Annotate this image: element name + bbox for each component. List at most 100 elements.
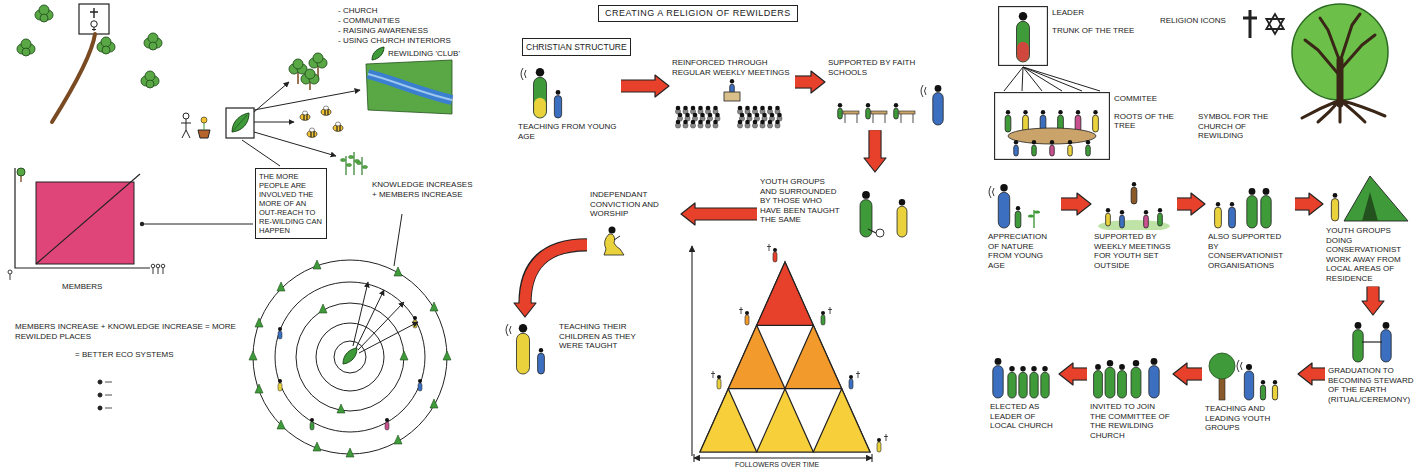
connector-fan [1023,67,1100,91]
flow-arrow [864,158,886,172]
figure-illustration [685,113,690,118]
bush [22,48,30,56]
flow-arrow [514,245,587,317]
figure-illustration [1249,188,1256,195]
plant [341,152,368,175]
leaf-box [226,108,254,138]
church-sign [79,4,109,34]
connector-dot [140,222,144,226]
bee [300,106,343,137]
tree-cluster [289,53,327,84]
figure-illustration [1032,140,1036,144]
figure-illustration [1016,206,1020,210]
plant [357,162,362,165]
bee [310,128,315,132]
figure-illustration [536,68,545,77]
follower-figure [849,375,853,379]
flow-arrow [1368,287,1379,303]
figure-illustration [1355,322,1362,329]
annotation-label: REWILDING 'CLUB' [388,49,460,59]
ring-person [278,316,422,430]
figure-illustration [1362,192,1378,221]
text-group: SUPPORTED BY WEEKLY MEETINGS FOR YOUTH S… [1094,232,1174,270]
figure-illustration [698,106,703,111]
chart-axis [15,168,150,268]
plant [347,164,352,167]
figure-illustration [715,113,720,118]
figure-illustration [700,113,705,118]
figure-illustration [534,77,547,118]
river [368,74,452,100]
ring-tree [443,351,451,360]
node-label: INDEPENDANT CONVICTION AND WORSHIP [590,190,678,219]
flow-arrow [1177,199,1193,210]
figure-illustration [1032,145,1037,156]
figure-illustration [873,114,885,123]
people-icon [8,270,12,274]
follower-figure [711,244,888,452]
figure-illustration [1208,180,1292,230]
figure-illustration [838,108,843,119]
bee [303,111,308,115]
figure-illustration [760,120,765,125]
follower-figure [745,311,749,315]
stick-figure [181,113,191,138]
leader-line [254,132,336,156]
annotation-label: = BETTER ECO SYSTEMS [75,350,173,360]
committee-box: COMMITEEROOTS OF THE TREE [994,92,1189,160]
figure-illustration [921,85,926,97]
figure-illustration [1247,196,1257,228]
flower-pot [198,130,210,138]
people-icon [156,264,160,268]
figure-illustration [1005,115,1011,132]
follower-figure [717,375,721,379]
flow-arrow [870,130,881,160]
leader-line [142,224,253,225]
ring-tree [249,351,257,360]
ring-tree [277,282,285,291]
leaf-box [232,115,247,132]
figure-illustration [1106,213,1111,226]
figure-illustration [1034,210,1040,213]
text-group: YOUTH GROUPS DOING CONSERVATIONIST WORK … [1326,226,1418,284]
connector-fan [1023,67,1062,91]
tree-symbol [1305,14,1375,76]
plant [363,166,368,169]
figure-illustration [1209,353,1235,379]
follower-figure [884,434,888,441]
ring-person [413,316,417,320]
flow-arrow [1059,363,1073,385]
text-group: THE MORE PEOPLE ARE INVOLVED THE MORE OF… [259,172,323,235]
connector-fan [1023,67,1082,91]
figure-illustration [866,108,871,119]
annotation-label: RELIGION ICONS [1160,16,1226,26]
text-group: LEADERTRUNK OF THE TREE [1052,6,1137,35]
ring-person [278,379,282,383]
ring-person [385,418,389,422]
figure-illustration [1000,184,1007,191]
tree-symbol [1292,4,1388,122]
node-heading: LEADER [1052,8,1137,18]
ring-person [278,327,282,331]
growth-arrow [356,290,384,348]
cross-icon [1243,10,1257,38]
follower-figure [856,371,860,378]
figure-illustration [706,120,711,125]
figure-illustration [1119,364,1125,370]
label-slot: - COMMUNITIES [338,16,400,26]
figure-illustration [1009,366,1014,371]
figure-illustration [698,120,703,125]
figure-illustration [775,106,780,111]
figure-illustration [745,120,750,125]
figure-illustration [1205,350,1295,402]
figure-illustration [1019,12,1028,21]
node-label: REINFORCED THROUGH REGULAR WEEKLY MEETIN… [672,58,792,77]
figure-illustration [676,120,681,125]
flow-step: INDEPENDANT CONVICTION AND WORSHIP [590,190,678,257]
flow-step: YOUTH GROUPS DOING CONSERVATIONIST WORK … [1326,172,1418,284]
bush [146,80,154,88]
figure-illustration [1050,140,1054,144]
branch [52,34,95,122]
figure-illustration [738,106,743,111]
flow-step: GRADUATION TO BECOMING STEWARD OF THE EA… [1328,318,1418,404]
